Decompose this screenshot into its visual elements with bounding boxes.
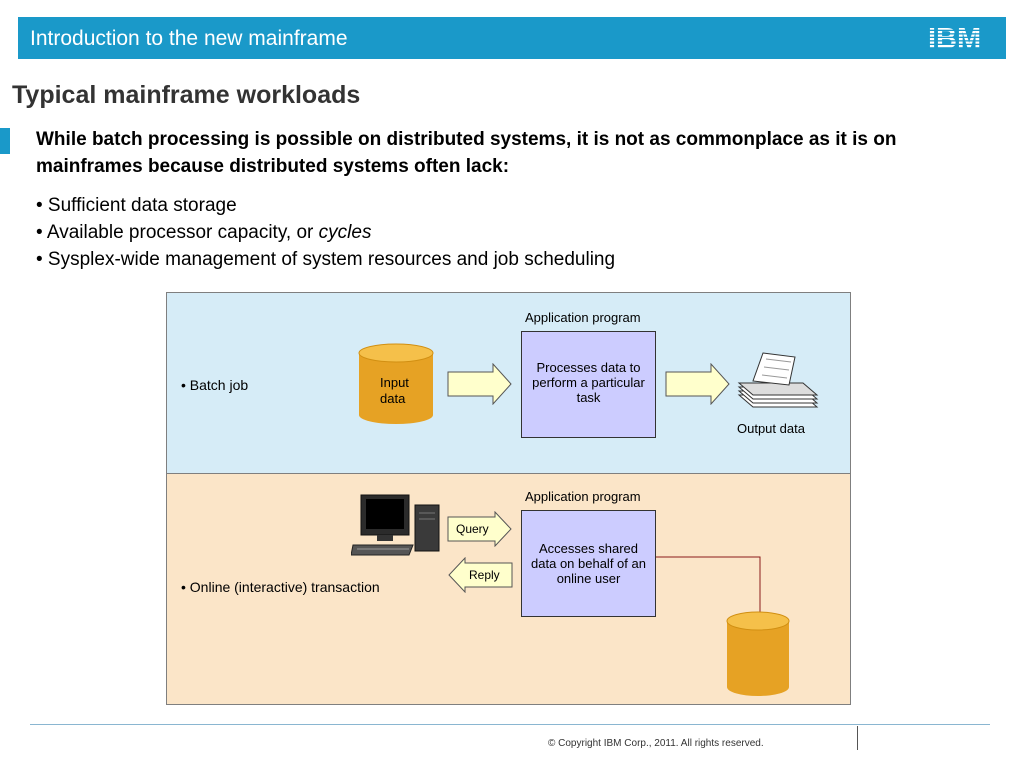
reply-label: Reply (469, 568, 500, 582)
arrow-right-icon (665, 363, 730, 405)
bullet-text: • Available processor capacity, or (36, 222, 319, 243)
bullet-item: • Sysplex-wide management of system reso… (36, 249, 616, 270)
bullet-item: • Sufficient data storage (36, 195, 237, 216)
page-title: Typical mainframe workloads (12, 81, 361, 109)
ibm-logo: IBM (928, 24, 981, 52)
input-data-cylinder-icon (358, 343, 434, 424)
batch-process-box: Processes data to perform a particular t… (521, 331, 656, 438)
intro-paragraph: While batch processing is possible on di… (36, 129, 897, 177)
footer-divider (30, 724, 990, 725)
computer-terminal-icon (351, 494, 440, 556)
arrow-right-icon (447, 363, 512, 405)
connector-line (656, 556, 761, 615)
header-bar: Introduction to the new mainframe IBM (18, 17, 1006, 59)
bullet-item: • Available processor capacity, or cycle… (36, 219, 615, 246)
query-label: Query (456, 522, 489, 536)
svg-text:IBM: IBM (928, 24, 981, 52)
reply-arrow-icon (448, 557, 513, 593)
header-title: Introduction to the new mainframe (30, 27, 348, 50)
batch-app-program-label: Application program (525, 310, 641, 325)
printer-output-icon (737, 352, 819, 408)
footer-tick (857, 726, 858, 750)
shared-data-cylinder-icon (726, 611, 790, 696)
output-data-label: Output data (737, 421, 805, 436)
query-arrow-icon (447, 511, 512, 547)
workload-diagram: • Batch job Input data Application progr… (166, 292, 851, 705)
bullet-emphasis: cycles (318, 222, 372, 243)
online-transaction-label: • Online (interactive) transaction (181, 579, 380, 595)
online-app-program-label: Application program (525, 489, 641, 504)
online-process-box: Accesses shared data on behalf of an onl… (521, 510, 656, 617)
batch-job-label: • Batch job (181, 377, 249, 393)
input-data-label: Input data (380, 375, 409, 406)
bullet-list: • Sufficient data storage • Available pr… (36, 192, 615, 273)
section-marker (0, 128, 10, 154)
copyright-text: © Copyright IBM Corp., 2011. All rights … (548, 738, 764, 749)
